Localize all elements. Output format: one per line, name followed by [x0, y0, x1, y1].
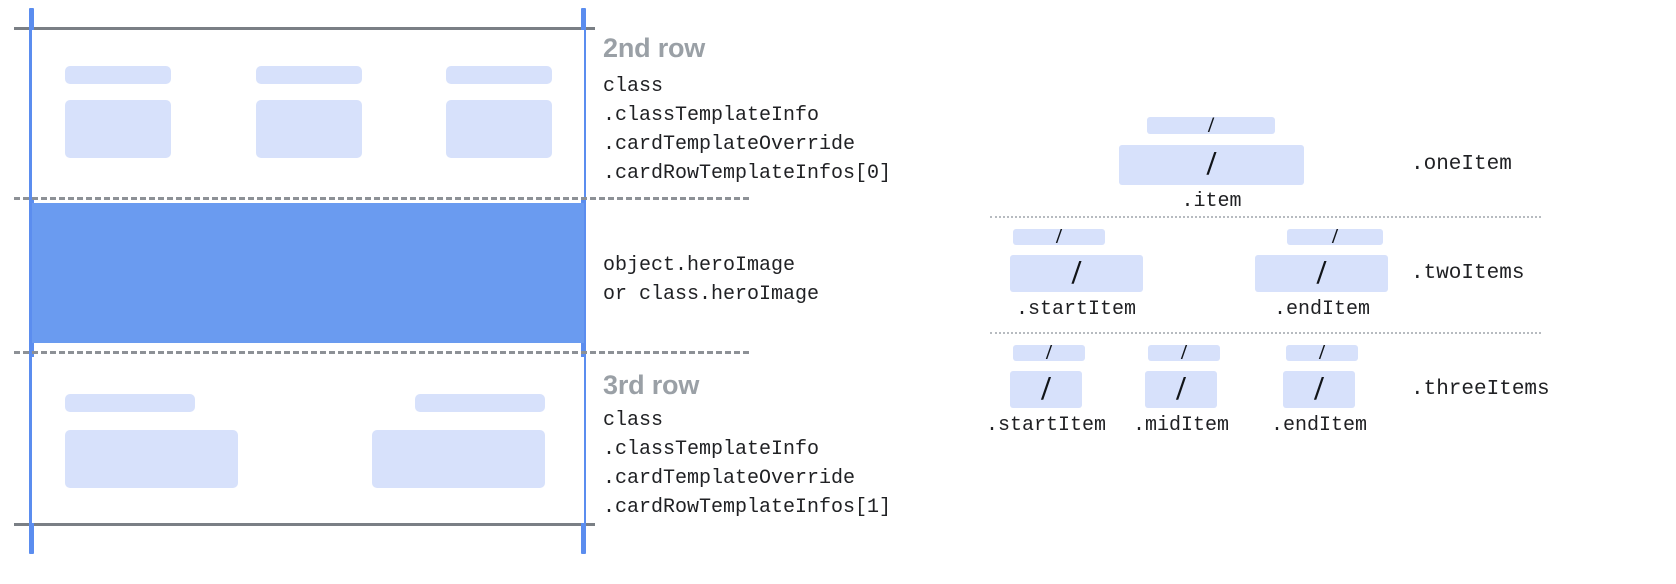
three-items-end-label-box: /: [1286, 345, 1358, 361]
slash-glyph: /: [1316, 255, 1327, 291]
slash-glyph: /: [1206, 145, 1217, 182]
slash-glyph: /: [1045, 345, 1053, 361]
one-item-label-box: /: [1147, 117, 1275, 134]
third-row-label-chip-2: [415, 394, 545, 412]
three-items-start-label-box: /: [1013, 345, 1085, 361]
three-items-caption-mid: .midItem: [1132, 414, 1229, 437]
two-items-end-label-box: /: [1287, 229, 1383, 245]
hero-bottom-divider: [14, 351, 749, 354]
three-items-group: / / .startItem / / .midItem / / .endItem…: [985, 338, 1676, 448]
one-item-group-label: .oneItem: [1411, 153, 1512, 176]
three-items-start-value-box: /: [1010, 371, 1082, 408]
two-items-group-label: .twoItems: [1411, 262, 1525, 285]
third-row-title: 3rd row: [603, 370, 700, 400]
slash-glyph: /: [1180, 345, 1188, 361]
card-bottom-rule: [14, 523, 595, 526]
three-items-group-label: .threeItems: [1411, 378, 1550, 401]
two-items-caption-start: .startItem: [1015, 298, 1137, 321]
two-three-divider: [990, 332, 1541, 334]
slash-glyph: /: [1331, 229, 1339, 245]
second-row-value-chip-1: [65, 100, 171, 158]
slash-glyph: /: [1207, 117, 1215, 134]
one-item-value-box: /: [1119, 145, 1304, 185]
two-items-start-value-box: /: [1010, 255, 1143, 292]
slash-glyph: /: [1318, 345, 1326, 361]
card-left-guide: [29, 8, 34, 554]
second-row-value-chip-2: [256, 100, 362, 158]
second-row-band: [32, 30, 584, 197]
second-row-label-chip-3: [446, 66, 552, 84]
third-row-code: class .classTemplateInfo .cardTemplateOv…: [603, 409, 892, 519]
one-item-caption-item: .item: [1181, 190, 1242, 213]
three-items-mid-label-box: /: [1148, 345, 1220, 361]
three-items-caption-end: .endItem: [1270, 414, 1367, 437]
two-items-end-value-box: /: [1255, 255, 1388, 292]
second-row-label-chip-1: [65, 66, 171, 84]
second-row-value-chip-3: [446, 100, 552, 158]
slash-glyph: /: [1071, 255, 1082, 291]
two-items-caption-end: .endItem: [1273, 298, 1370, 321]
hero-top-divider: [14, 197, 749, 200]
item-layout-diagram: / / .item .oneItem / / .startItem / /: [985, 0, 1676, 584]
slash-glyph: /: [1055, 229, 1063, 245]
second-row-title: 2nd row: [603, 33, 706, 63]
three-items-end-value-box: /: [1283, 371, 1355, 408]
left-card-diagram: [0, 0, 749, 584]
second-row-code: class .classTemplateInfo .cardTemplateOv…: [603, 75, 892, 185]
one-item-group: / / .item .oneItem: [985, 0, 1676, 215]
slash-glyph: /: [1041, 371, 1051, 407]
second-row-label-chip-2: [256, 66, 362, 84]
card-top-rule: [14, 27, 595, 30]
two-items-start-label-box: /: [1013, 229, 1105, 245]
one-two-divider: [990, 216, 1541, 218]
three-items-caption-start: .startItem: [985, 414, 1107, 437]
hero-image-band: [32, 203, 584, 343]
third-row-band: [32, 357, 584, 523]
third-row-label-chip-1: [65, 394, 195, 412]
slash-glyph: /: [1314, 371, 1324, 407]
slash-glyph: /: [1176, 371, 1186, 407]
third-row-value-chip-1: [65, 430, 238, 488]
hero-image-code: object.heroImage or class.heroImage: [603, 254, 820, 306]
third-row-value-chip-2: [372, 430, 545, 488]
three-items-mid-value-box: /: [1145, 371, 1217, 408]
two-items-group: / / .startItem / / .endItem .twoItems: [985, 222, 1676, 332]
